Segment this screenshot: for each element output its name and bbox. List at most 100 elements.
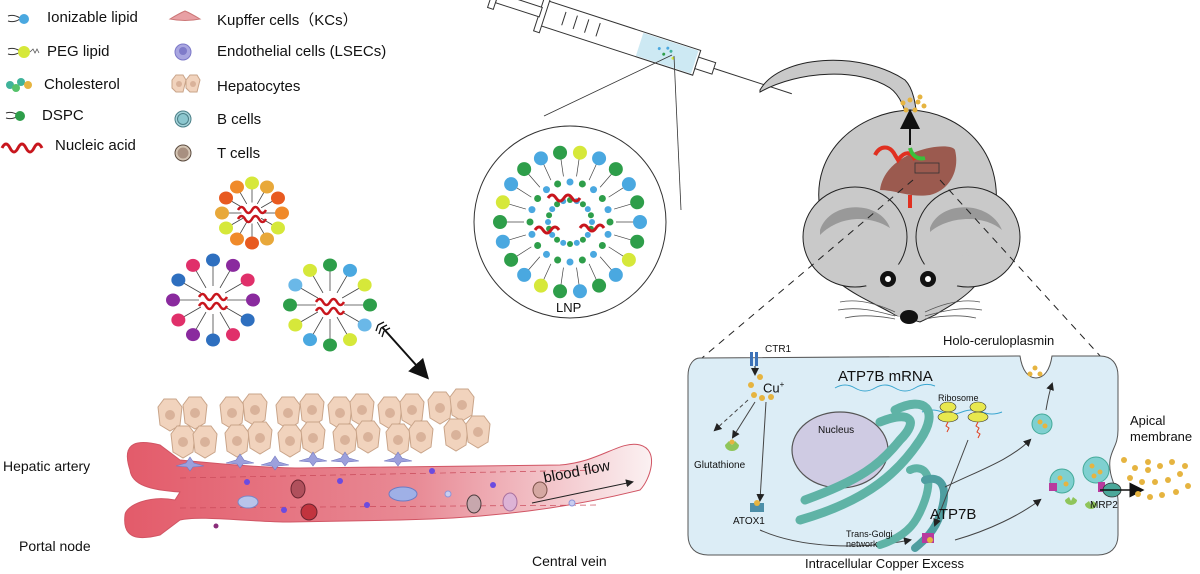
ctr1-label: CTR1 (765, 344, 792, 355)
lipid-head (215, 206, 229, 220)
copper-ion (1159, 492, 1165, 498)
lipid-head (186, 328, 200, 342)
nucleic-acid-strand (314, 297, 346, 316)
blood-cells (213, 468, 576, 529)
mrp2-label: MRP2 (1090, 500, 1118, 511)
lnp-nucleic-acid (533, 193, 606, 235)
lipid-head (357, 318, 372, 332)
ionizable-lipid-icon (7, 14, 29, 24)
lipid-head (219, 191, 234, 205)
lipid-head (363, 298, 377, 312)
lnp-lipid-head (553, 284, 568, 299)
copper-ion (1165, 477, 1171, 483)
lnp-lipid-head (553, 145, 568, 160)
lipid-head (245, 236, 259, 250)
lipid-head (303, 333, 317, 347)
kupffer-cell (225, 453, 255, 469)
legend-label-hepatocytes: Hepatocytes (217, 78, 301, 95)
nanoparticle-right (283, 258, 377, 352)
lnp-lipid-head (572, 145, 587, 160)
trans-golgi-line1: Trans-Golgi (846, 529, 893, 539)
nucleic-acid-strand (197, 292, 229, 311)
legend-label-kupffer-cells: Kupffer cells（KCs） (217, 12, 358, 29)
lnp-lipid-head (633, 215, 647, 229)
nucleic-acid-strand (236, 205, 268, 224)
lipid-head (323, 258, 337, 272)
lipid-head (303, 263, 317, 277)
glutathione-label: Glutathione (694, 460, 746, 471)
copper-charge: + (779, 380, 785, 389)
legend-label-ionizable-lipid: Ionizable lipid (47, 9, 138, 26)
legend-label-dspc: DSPC (42, 107, 84, 124)
legend-label-b-cells: B cells (217, 111, 262, 128)
copper-ion (1139, 479, 1145, 485)
lipid-head (283, 298, 297, 312)
kupffer-cell (260, 455, 290, 471)
hepatic-artery-label: Hepatic artery (3, 458, 91, 474)
lnp-lipid-head (504, 177, 519, 192)
copper-ion (1185, 483, 1191, 489)
lnp-lipid-head (493, 215, 507, 229)
apical-line2: membrane (1130, 429, 1193, 444)
lipid-head (171, 273, 186, 287)
nanoparticle-left (166, 253, 260, 347)
lipid-head (288, 318, 303, 332)
lnp-lipid-head (592, 278, 607, 293)
legend-icons (0, 10, 202, 162)
lipid-head (270, 221, 285, 235)
copper-ion (1182, 463, 1188, 469)
atp7b-mrna-label: ATP7B mRNA (838, 368, 933, 385)
lnp-lipid-head (621, 177, 636, 192)
kupffer-cell-icon (168, 10, 202, 21)
trans-golgi-line2: network (846, 539, 878, 549)
copper-ion (1145, 467, 1151, 473)
legend-label-nucleic-acid: Nucleic acid (55, 137, 136, 154)
kupffer-cell (175, 456, 205, 472)
copper-ion-label: Cu+ (763, 380, 784, 395)
lipid-head (323, 338, 337, 352)
lnp-lipid-head (533, 151, 548, 166)
copper-ion (1127, 475, 1133, 481)
lipid-head (240, 313, 255, 327)
copper-ion (1121, 457, 1127, 463)
lnp-lipid-head (592, 151, 607, 166)
copper-ion (1177, 471, 1183, 477)
endothelial-cell-icon (174, 43, 192, 61)
apical-line1: Apical (1130, 413, 1166, 428)
lipid-head (260, 180, 274, 194)
lnp-lipid-head (630, 234, 645, 249)
lipid-head (240, 273, 255, 287)
copper-ion (1157, 463, 1163, 469)
lnp-lipid-head (572, 284, 587, 299)
legend-label-endothelial-cells: Endothelial cells (LSECs) (217, 43, 387, 60)
lipid-head (275, 206, 289, 220)
syringe-icon (486, 0, 792, 95)
legend-label-cholesterol: Cholesterol (44, 76, 120, 93)
hepatocyte-cell-diagram (687, 352, 1191, 556)
central-vein-label: Central vein (532, 553, 607, 569)
nucleic-acid-icon (0, 142, 44, 154)
hepatocyte-layer (157, 388, 491, 459)
t-cell-icon (174, 144, 192, 162)
lipid-head (270, 191, 285, 205)
hepatocyte-icon (171, 74, 201, 93)
copper-ion (1169, 459, 1175, 465)
lipid-head (230, 232, 244, 246)
copper-ion (1145, 459, 1151, 465)
lnp-zoom-circle (473, 125, 667, 319)
lipid-head (226, 328, 240, 342)
lipid-head (171, 313, 186, 327)
lnp-lipid-head (517, 267, 532, 282)
kupffer-cell-layer (175, 451, 413, 472)
lipid-head (343, 263, 357, 277)
copper-ion-text: Cu (763, 380, 780, 396)
lnp-lipid-head (533, 278, 548, 293)
copper-ion (1147, 494, 1153, 500)
lipid-head (343, 333, 357, 347)
copper-ion (1135, 491, 1141, 497)
kupffer-cell (330, 451, 360, 467)
lnp-lipid-head (621, 252, 636, 267)
lipid-head (357, 278, 372, 292)
peg-lipid-icon (7, 46, 40, 58)
